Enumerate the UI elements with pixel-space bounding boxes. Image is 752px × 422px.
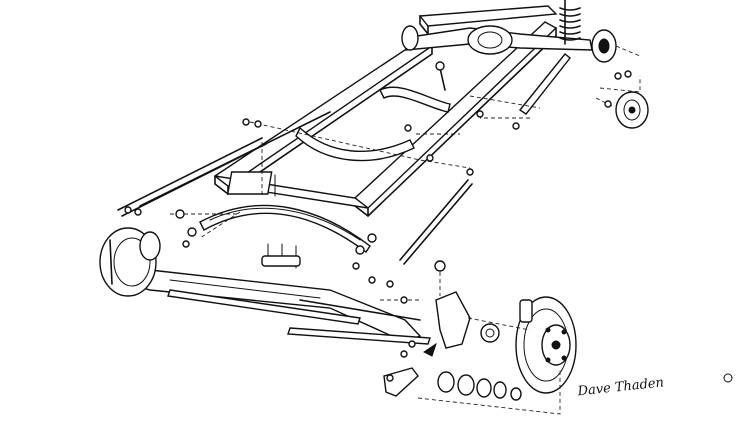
bearing-set	[417, 317, 561, 415]
coilover-spring	[559, 0, 581, 45]
panhard-bar	[383, 367, 419, 397]
artist-signature: Dave Thaden	[576, 373, 733, 399]
steering-tie-rod	[299, 299, 421, 321]
shock-absorber	[117, 111, 473, 265]
center-crossmember	[295, 61, 451, 162]
front-brake-drum-left	[99, 227, 161, 297]
front-brake-rotor	[515, 296, 577, 394]
frame-rail-right	[353, 21, 558, 217]
assembly-guide-lines	[170, 95, 541, 301]
signature-text: Dave Thaden	[576, 375, 665, 399]
spring-shackle	[261, 243, 301, 269]
rear-radius-rod	[480, 53, 571, 119]
spindle	[423, 260, 471, 357]
rear-wheel-hub	[591, 29, 641, 63]
transverse-leaf-spring	[199, 204, 371, 254]
hardware-fasteners	[124, 110, 520, 358]
rear-brake-drum	[595, 70, 649, 129]
rear-crossmember	[418, 5, 558, 35]
front-crossmember	[214, 171, 369, 209]
front-radius-rod	[167, 289, 431, 345]
rear-axle	[401, 25, 593, 55]
